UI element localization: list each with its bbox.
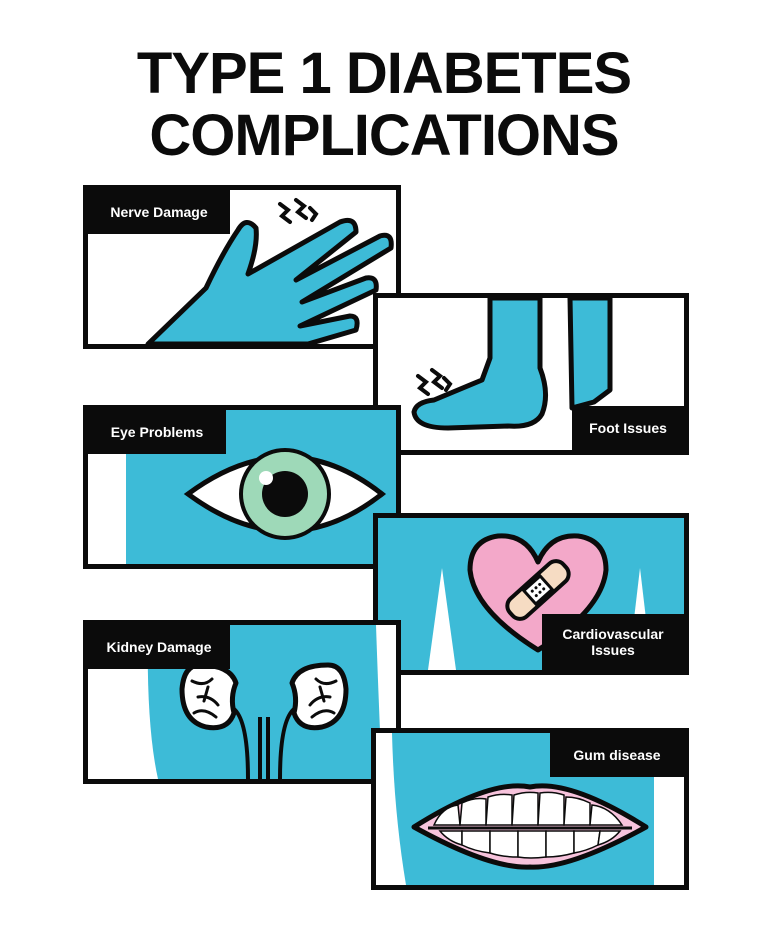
label-foot-issues: Foot Issues xyxy=(572,406,684,450)
panel-eye-problems: Eye Problems xyxy=(83,405,401,569)
page-title-line-2: COMPLICATIONS xyxy=(149,103,619,168)
panel-foot-issues: Foot Issues xyxy=(373,293,689,455)
foot-icon xyxy=(411,298,613,431)
label-gum-disease: Gum disease xyxy=(550,733,684,777)
panel-cardiovascular-issues: Cardiovascular Issues xyxy=(373,513,689,675)
label-cardiovascular-issues: Cardiovascular Issues xyxy=(542,614,684,670)
panel-gum-disease: Gum disease xyxy=(371,728,689,890)
bandage-icon xyxy=(505,559,571,621)
mouth-icon xyxy=(392,733,684,885)
label-kidney-damage: Kidney Damage xyxy=(88,625,230,669)
hand-icon xyxy=(145,198,394,344)
label-nerve-damage: Nerve Damage xyxy=(88,190,230,234)
panel-kidney-damage: Kidney Damage xyxy=(83,620,401,784)
label-eye-problems: Eye Problems xyxy=(88,410,226,454)
panel-nerve-damage: Nerve Damage xyxy=(83,185,401,349)
page-title-line-1: TYPE 1 DIABETES xyxy=(136,41,632,106)
